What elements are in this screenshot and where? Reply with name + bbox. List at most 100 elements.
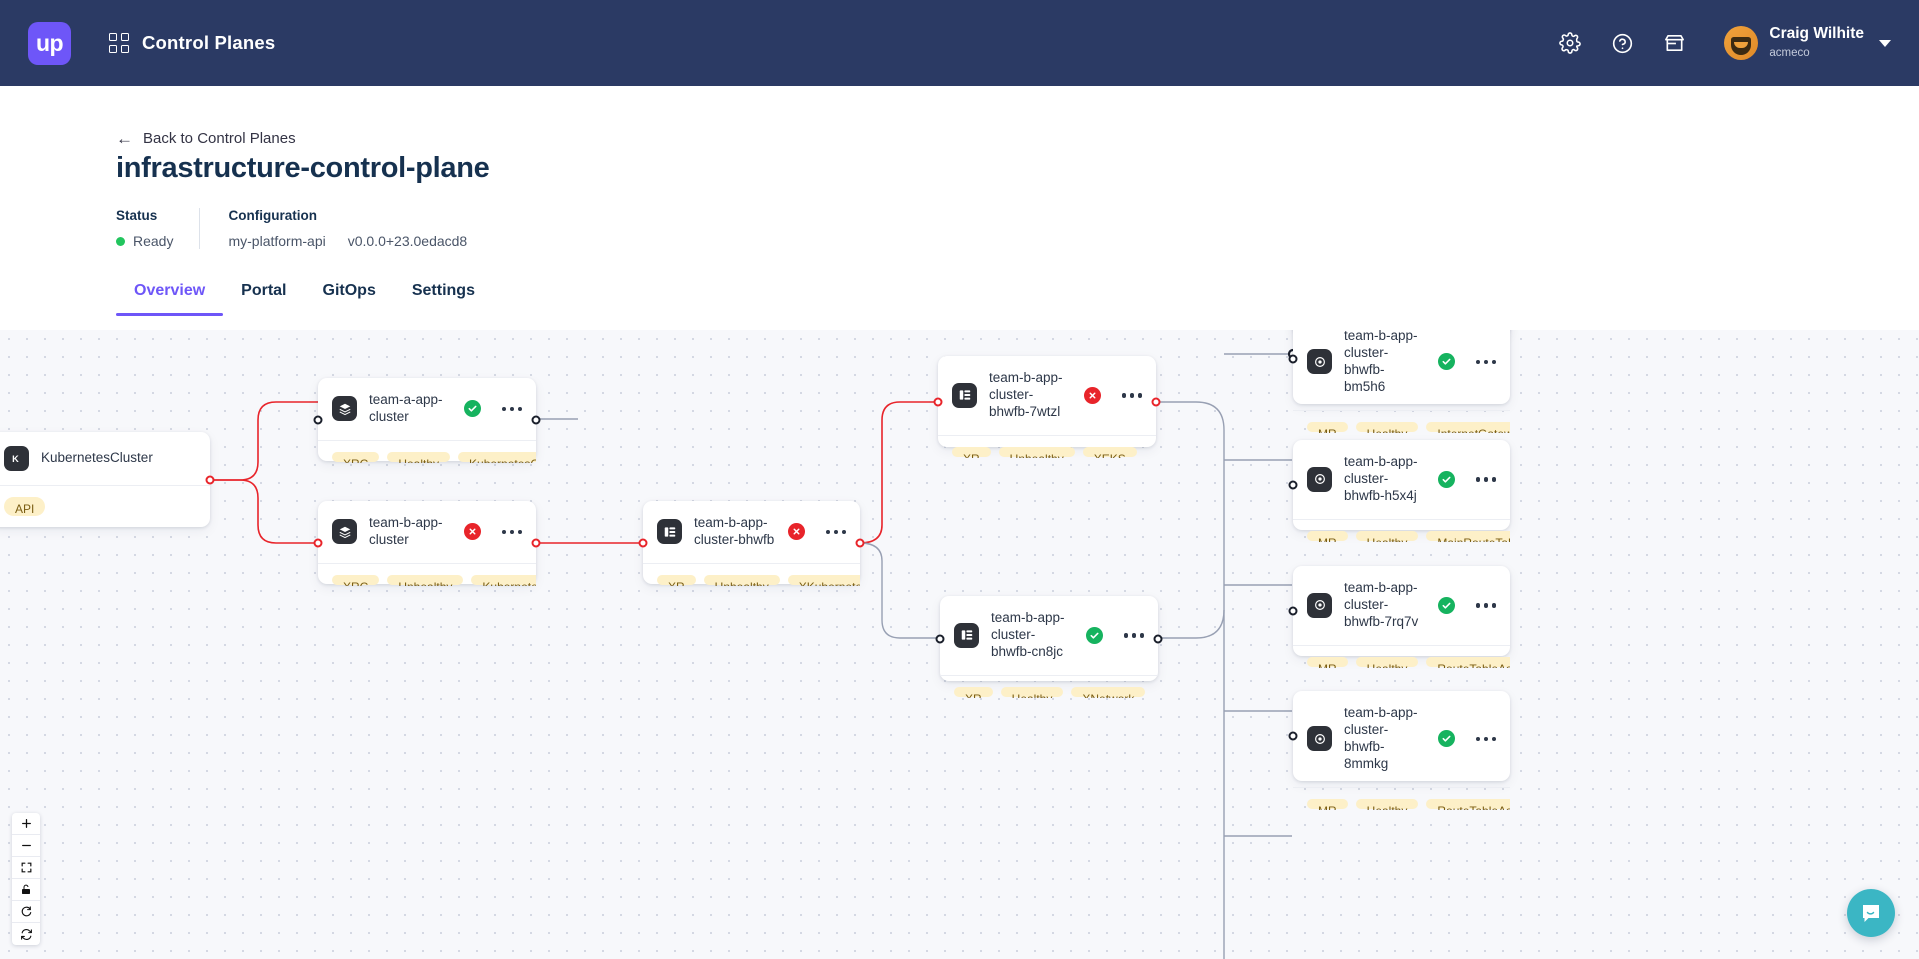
tag: Unhealthy [387,574,464,586]
status-healthy-icon [1437,353,1455,371]
status-unhealthy-icon [787,523,805,541]
connection-handle[interactable] [1153,634,1163,643]
node-menu-button[interactable] [1475,603,1496,608]
resource-icon [954,622,979,648]
status-unhealthy-icon [463,523,481,541]
connection-handle[interactable] [531,538,541,547]
chevron-down-icon[interactable] [1879,39,1891,47]
tag: MR [1307,798,1348,810]
status-block: Status Ready [116,208,199,249]
tab-gitops[interactable]: GitOps [322,282,376,299]
node-title: team-b-app-cluster-bhwfb-7wtzl [989,370,1063,419]
graph-node-team-a-app-cluster[interactable]: team-a-app-cluster XRC Healthy Kubernete… [313,378,541,463]
node-menu-button[interactable] [825,529,846,535]
node-header: team-b-app-cluster-bhwfb-7wtzl [938,356,1156,435]
connection-handle[interactable] [205,475,215,484]
graph-node-team-b-app-cluster-bhwfb-bm5h6[interactable]: team-b-app-cluster-bhwfb-bm5h6 MR Health… [1288,330,1510,433]
connection-handle[interactable] [1151,397,1161,406]
user-name: Craig Wilhite [1769,24,1864,42]
managed-icon [1307,466,1332,492]
node-menu-button[interactable] [1123,633,1144,638]
connection-handle[interactable] [1288,606,1298,616]
avatar [1724,26,1759,60]
graph-node-team-b-app-cluster[interactable]: team-b-app-cluster XRC Unhealthy Kuberne… [313,501,541,586]
graph-node-team-b-app-cluster-bhwfb-8mmkg[interactable]: team-b-app-cluster-bhwfb-8mmkg MR Health… [1288,691,1510,810]
upbound-logo[interactable]: up [28,21,71,65]
nav-control-planes[interactable]: Control Planes [109,32,275,54]
lock-icon[interactable] [12,879,40,901]
layers-icon [332,519,357,545]
zoom-out-icon[interactable] [12,835,40,857]
status-dot-icon [116,236,125,246]
chat-launcher-button[interactable] [1847,889,1895,937]
node-menu-button[interactable] [1475,736,1496,741]
tag: RouteTableAssociation [1426,798,1510,810]
reset-icon[interactable] [12,901,40,923]
marketplace-icon[interactable] [1662,31,1686,55]
node-menu-button[interactable] [1475,477,1496,482]
connection-handle[interactable] [855,538,865,547]
node-header: team-b-app-cluster-bhwfb-8mmkg [1293,691,1510,787]
tab-overview[interactable]: Overview [116,282,224,316]
tag: XNetwork [1071,686,1146,698]
back-link-label: Back to Control Planes [143,130,296,147]
node-title: team-b-app-cluster [369,515,443,547]
tag: Unhealthy [703,574,780,586]
graph-node-team-b-app-cluster-bhwfb[interactable]: team-b-app-cluster-bhwfb XR Unhealthy XK… [638,501,865,586]
connection-handle[interactable] [638,538,648,547]
tag: XKubernetesCluster [787,574,860,586]
tag: RouteTableAssociation [1426,656,1510,668]
node-menu-button[interactable] [501,406,522,412]
tag: MR [1307,421,1348,433]
resource-graph-canvas[interactable]: K KubernetesCluster API team-a-app-clust… [0,330,1919,959]
connection-handle[interactable] [313,538,323,547]
graph-node-kubernetescluster[interactable]: K KubernetesCluster API [0,432,215,527]
node-tags: MR Healthy RouteTableAssociation [1293,786,1510,810]
node-header: team-b-app-cluster [318,501,536,563]
status-healthy-icon [1437,470,1455,488]
chat-bubble-icon [1863,905,1879,922]
back-to-control-planes-link[interactable]: ← Back to Control Planes [116,130,296,147]
tag: KubernetesCluster [471,574,536,586]
user-org: acmeco [1769,47,1810,59]
status-healthy-icon [1437,730,1455,748]
connection-handle[interactable] [1288,731,1298,741]
top-navbar: up Control Planes [0,0,1919,86]
connection-handle[interactable] [1288,480,1298,490]
graph-node-team-b-app-cluster-bhwfb-7wtzl[interactable]: team-b-app-cluster-bhwfb-7wtzl XR Unheal… [933,356,1161,458]
zoom-in-icon[interactable] [12,813,40,835]
connection-handle[interactable] [933,397,943,406]
node-header: team-b-app-cluster-bhwfb-7rq7v [1293,566,1510,645]
user-menu[interactable]: Craig Wilhite acmeco [1724,25,1891,62]
fit-view-icon[interactable] [12,857,40,879]
graph-node-team-b-app-cluster-bhwfb-h5x4j[interactable]: team-b-app-cluster-bhwfb-h5x4j MR Health… [1288,440,1510,542]
status-unhealthy-icon [1083,386,1101,404]
tag: Healthy [1355,798,1419,810]
help-icon[interactable] [1610,31,1634,55]
graph-node-team-b-app-cluster-bhwfb-cn8jc[interactable]: team-b-app-cluster-bhwfb-cn8jc XR Health… [935,596,1163,698]
nav-title: Control Planes [142,32,276,53]
tag: XRC [332,451,380,463]
tab-bar: Overview Portal GitOps Settings [116,282,493,316]
node-menu-button[interactable] [1475,359,1496,364]
node-menu-button[interactable] [1121,393,1142,398]
connection-handle[interactable] [1288,354,1298,364]
node-tags: API [0,485,210,527]
tag: Healthy [1355,530,1419,542]
tab-portal[interactable]: Portal [241,282,287,299]
tag: Healthy [1000,686,1064,698]
connection-handle[interactable] [531,415,541,424]
graph-node-team-b-app-cluster-bhwfb-7rq7v[interactable]: team-b-app-cluster-bhwfb-7rq7v MR Health… [1288,566,1510,668]
configuration-label: Configuration [228,208,317,223]
node-title: team-b-app-cluster-bhwfb [694,515,775,547]
svg-text:K: K [12,454,19,464]
node-menu-button[interactable] [501,529,522,535]
gear-icon[interactable] [1558,31,1582,55]
nav-right-group: Craig Wilhite acmeco [1558,25,1891,62]
node-title: team-b-app-cluster-bhwfb-7rq7v [1344,580,1419,629]
tab-settings[interactable]: Settings [411,282,475,299]
sync-icon[interactable] [12,923,40,945]
connection-handle[interactable] [935,634,945,643]
connection-handle[interactable] [313,415,323,424]
tag: Healthy [1355,421,1419,433]
